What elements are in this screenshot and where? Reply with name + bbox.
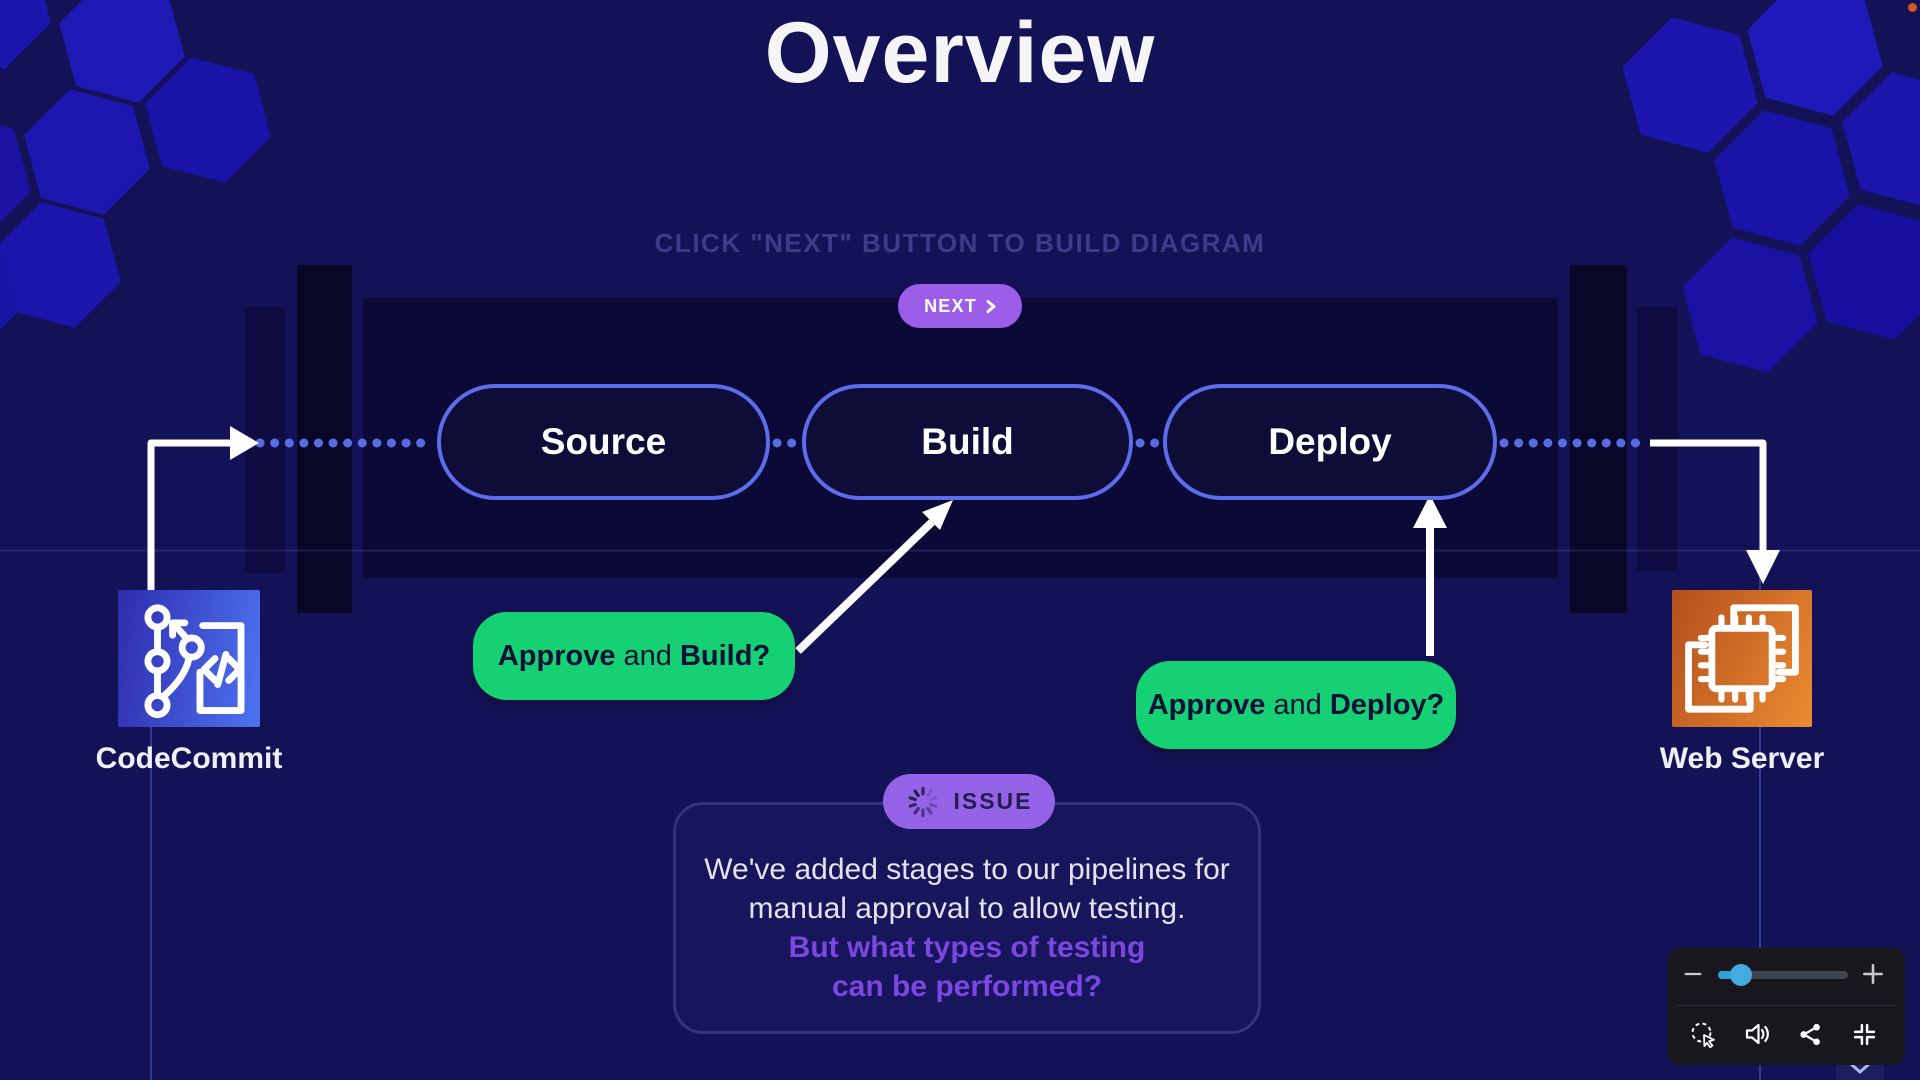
stage-node-label: Deploy xyxy=(1268,421,1392,462)
zoom-out-icon[interactable] xyxy=(1682,963,1704,985)
callout-bold: Deploy? xyxy=(1329,688,1445,721)
share-icon xyxy=(1799,1023,1820,1045)
chevron-right-icon xyxy=(986,299,996,313)
pillar-left-inner xyxy=(297,265,352,613)
callout-text: and xyxy=(1265,688,1330,721)
pillar-right-outer xyxy=(1637,307,1678,571)
zoom-slider-fill xyxy=(1718,971,1742,979)
approve-build-callout: Approve and Build? xyxy=(473,612,795,700)
panel-divider xyxy=(1676,1005,1897,1006)
stage-node-label: Source xyxy=(540,421,667,462)
zoom-slider-thumb[interactable] xyxy=(1730,964,1753,986)
stage-node-deploy: Deploy xyxy=(1163,384,1497,500)
page-title: Overview xyxy=(764,5,1156,101)
issue-badge-label: ISSUE xyxy=(953,788,1033,814)
hint-text: CLICK "NEXT" BUTTON TO BUILD DIAGRAM xyxy=(654,228,1266,258)
stage-node-label: Build xyxy=(921,421,1014,462)
volume-button[interactable] xyxy=(1739,1016,1775,1052)
laser-pointer-button[interactable] xyxy=(1685,1016,1721,1052)
issue-badge: ISSUE xyxy=(883,774,1055,829)
approve-deploy-callout: Approve and Deploy? xyxy=(1136,661,1456,749)
webserver-icon xyxy=(1672,590,1812,727)
git-branch-code-glyph xyxy=(144,604,245,719)
callout-bold: Approve xyxy=(497,639,616,672)
zoom-in-icon[interactable] xyxy=(1860,961,1886,987)
stage-node-build: Build xyxy=(802,384,1133,500)
issue-text-box: We've added stages to our pipelines for … xyxy=(673,802,1261,1034)
volume-icon xyxy=(1745,1023,1769,1045)
next-button[interactable]: NEXT xyxy=(898,284,1022,328)
issue-line: manual approval to allow testing. xyxy=(748,892,1186,925)
compress-button[interactable] xyxy=(1846,1016,1882,1052)
codecommit-label: CodeCommit xyxy=(95,742,283,775)
player-control-panel xyxy=(1668,948,1905,1065)
webserver-label: Web Server xyxy=(1659,742,1825,775)
issue-line: We've added stages to our pipelines for xyxy=(704,853,1230,886)
issue-question-line: can be performed? xyxy=(831,970,1103,1003)
callout-bold: Approve xyxy=(1147,688,1266,721)
stage-node-source: Source xyxy=(437,384,770,500)
cpu-chip-glyph xyxy=(1685,604,1799,713)
callout-text: and xyxy=(615,639,680,672)
share-button[interactable] xyxy=(1792,1016,1828,1052)
arrow-from-codecommit xyxy=(147,439,230,590)
recording-dot xyxy=(1908,3,1917,12)
callout-bold: Build? xyxy=(679,639,771,672)
spinner-icon xyxy=(909,786,938,817)
laser-pointer-icon xyxy=(1691,1022,1715,1048)
pillar-left-outer xyxy=(245,307,285,573)
next-button-label: NEXT xyxy=(924,295,977,316)
issue-question-line: But what types of testing xyxy=(788,931,1146,964)
codecommit-icon xyxy=(118,590,260,727)
chevron-down-icon xyxy=(1849,1062,1871,1074)
compress-icon xyxy=(1853,1023,1875,1045)
pillar-right-inner xyxy=(1570,265,1627,613)
zoom-slider[interactable] xyxy=(1718,964,1848,986)
